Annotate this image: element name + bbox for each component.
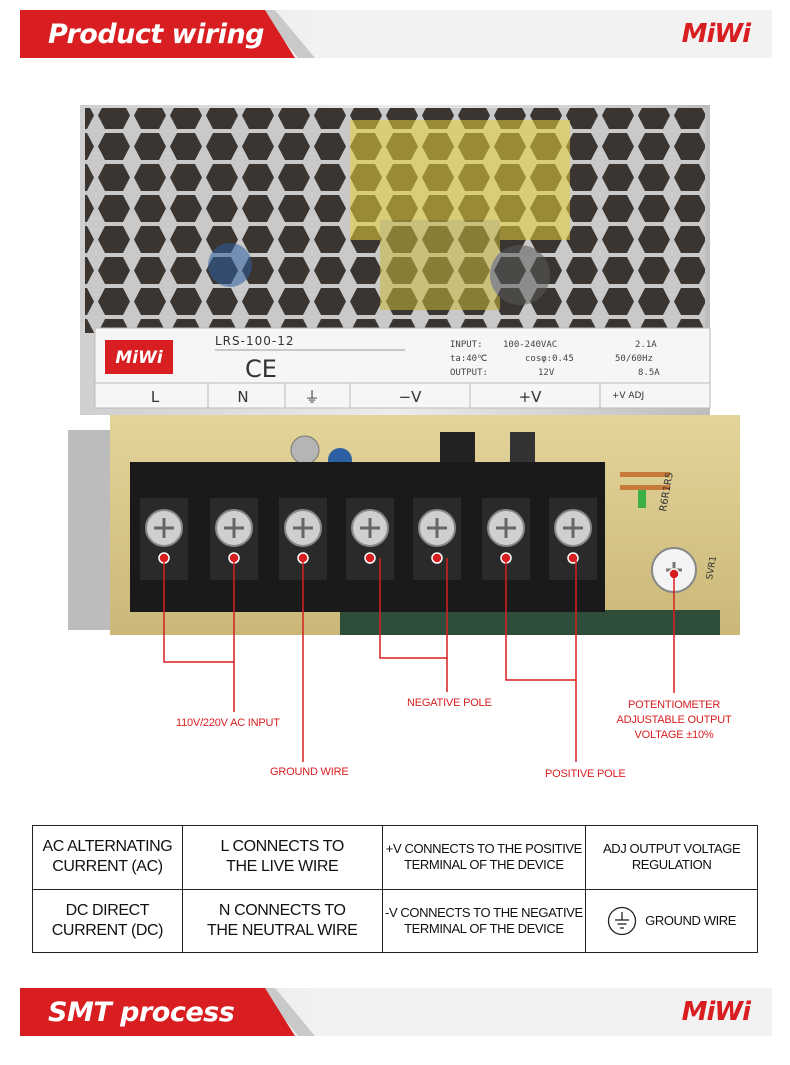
pot-label: SVR1 xyxy=(705,555,719,580)
cell-adj-line1: ADJ OUTPUT VOLTAGE xyxy=(602,841,741,857)
cell-ac-line2: CURRENT (AC) xyxy=(52,858,163,876)
cell-adj: ADJ OUTPUT VOLTAGE REGULATION xyxy=(585,825,758,890)
ground-symbol-icon xyxy=(607,906,637,935)
cell-n-line2: THE NEUTRAL WIRE xyxy=(207,921,358,939)
power-supply-photo: MiWi LRS-100-12 CE INPUT: 100-240VAC 2.1… xyxy=(68,105,740,635)
line-positive xyxy=(505,558,577,681)
callout-pot-line2: ADJUSTABLE OUTPUT xyxy=(616,714,732,726)
mark-ground: ⏚ xyxy=(304,388,319,406)
label-freq: 50/60Hz xyxy=(615,354,653,364)
callout-negative-pole: NEGATIVE POLE xyxy=(407,697,492,709)
terminal-screws xyxy=(140,498,597,580)
cell-neg-connects: -V CONNECTS TO THE NEGATIVE TERMINAL OF … xyxy=(381,888,587,953)
cell-pos-connects: +V CONNECTS TO THE POSITIVE TERMINAL OF … xyxy=(381,825,587,890)
callout-lines xyxy=(163,558,675,762)
cell-neg-line2: TERMINAL OF THE DEVICE xyxy=(404,920,564,936)
label-ta: ta:40℃ xyxy=(450,354,487,364)
cell-dc: DC DIRECT CURRENT (DC) xyxy=(32,888,183,953)
label-model: LRS-100-12 xyxy=(215,334,294,348)
label-cos: cosφ:0.45 xyxy=(525,354,574,364)
cell-pos-line1: +V CONNECTS TO THE POSITIVE xyxy=(385,841,583,857)
label-output-voltage: 12V xyxy=(538,368,555,378)
cell-l-line2: THE LIVE WIRE xyxy=(226,858,339,876)
callout-positive-pole: POSITIVE POLE xyxy=(545,768,626,780)
brand-logo: MiWi xyxy=(681,19,751,49)
cell-dc-line2: CURRENT (DC) xyxy=(51,921,164,939)
terminal-markings: L N ⏚ −V +V +V ADJ xyxy=(151,388,644,406)
smt-process-title: SMT process xyxy=(48,997,235,1028)
internal-components xyxy=(208,120,570,310)
smt-process-banner: SMT process MiWi xyxy=(20,988,772,1036)
cell-l-line1: L CONNECTS TO xyxy=(220,838,345,856)
cell-dc-line1: DC DIRECT xyxy=(65,901,150,919)
label-logo-box xyxy=(105,340,173,374)
cell-n-line1: N CONNECTS TO xyxy=(218,901,346,919)
label-plate xyxy=(94,327,711,409)
callout-potentiometer: POTENTIOMETER ADJUSTABLE OUTPUT VOLTAGE … xyxy=(612,698,736,743)
label-input-label: INPUT: xyxy=(450,340,483,350)
cell-adj-line2: REGULATION xyxy=(631,857,712,873)
mark-l: L xyxy=(151,388,160,406)
label-ce: CE xyxy=(245,355,277,383)
label-output-label: OUTPUT: xyxy=(450,368,488,378)
callout-pot-line3: VOLTAGE ±10% xyxy=(634,729,714,741)
mark-adj: +V ADJ xyxy=(612,391,644,401)
cell-ground-label: GROUND WIRE xyxy=(645,912,737,928)
product-wiring-banner: Product wiring MiWi xyxy=(20,10,772,58)
callout-pot-line1: POTENTIOMETER xyxy=(627,699,721,711)
mark-pos: +V xyxy=(519,388,543,406)
label-input-current: 2.1A xyxy=(635,340,657,350)
product-wiring-title: Product wiring xyxy=(48,19,265,50)
banner-red-tab xyxy=(20,10,295,58)
cell-ground: GROUND WIRE xyxy=(585,888,758,953)
callout-ac-input: 110V/220V AC INPUT xyxy=(176,717,280,729)
cell-pos-line2: TERMINAL OF THE DEVICE xyxy=(404,857,564,873)
cell-ac-line1: AC ALTERNATING xyxy=(42,838,173,856)
mark-neg: −V xyxy=(399,388,423,406)
wiring-info-table: AC ALTERNATING CURRENT (AC) L CONNECTS T… xyxy=(32,825,758,953)
cell-n-connects: N CONNECTS TO THE NEUTRAL WIRE xyxy=(181,888,383,953)
banner-red-tab xyxy=(20,988,295,1036)
line-ac-input xyxy=(163,558,235,663)
brand-logo: MiWi xyxy=(681,997,751,1027)
table-row: AC ALTERNATING CURRENT (AC) L CONNECTS T… xyxy=(32,825,758,890)
label-output-current: 8.5A xyxy=(638,368,660,378)
line-negative xyxy=(379,558,448,659)
label-input-value: 100-240VAC xyxy=(503,340,557,350)
cell-l-connects: L CONNECTS TO THE LIVE WIRE xyxy=(181,825,383,890)
table-row: DC DIRECT CURRENT (DC) N CONNECTS TO THE… xyxy=(32,888,758,953)
cell-ac: AC ALTERNATING CURRENT (AC) xyxy=(32,825,183,890)
callout-ground-wire: GROUND WIRE xyxy=(270,766,349,778)
label-logo-text: MiWi xyxy=(115,348,163,368)
mark-n: N xyxy=(237,388,248,406)
cell-neg-line1: -V CONNECTS TO THE NEGATIVE xyxy=(385,904,583,920)
